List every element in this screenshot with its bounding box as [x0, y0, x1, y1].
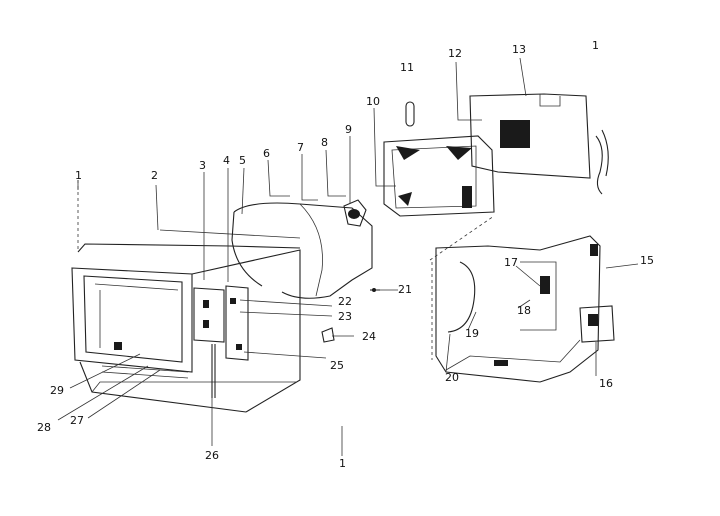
callout-12: 12 [448, 47, 462, 60]
callout-23: 23 [338, 310, 352, 323]
callout-1-right: 1 [592, 39, 599, 52]
callout-22: 22 [338, 295, 352, 308]
callout-1-top: 1 [75, 169, 82, 182]
picture-tube [231, 199, 373, 299]
callout-8: 8 [321, 136, 328, 149]
callout-3: 3 [199, 159, 206, 172]
callout-28: 28 [37, 421, 51, 434]
callout-6: 6 [263, 147, 270, 160]
callout-1-bottom: 1 [339, 457, 346, 470]
callout-13: 13 [512, 43, 526, 56]
callout-17: 17 [504, 256, 518, 269]
callout-16: 16 [599, 377, 613, 390]
callout-4: 4 [223, 154, 230, 167]
callout-25: 25 [330, 359, 344, 372]
callout-21: 21 [398, 283, 412, 296]
callout-2: 2 [151, 169, 158, 182]
leader-lines [57, 57, 639, 456]
callout-15: 15 [640, 254, 654, 267]
callout-20: 20 [445, 371, 459, 384]
chassis [429, 215, 615, 383]
callout-10: 10 [366, 95, 380, 108]
callout-11: 11 [400, 61, 414, 74]
back-cover [383, 135, 495, 217]
knob-11 [405, 101, 415, 127]
callout-5: 5 [239, 154, 246, 167]
callout-18: 18 [517, 304, 531, 317]
callout-27: 27 [70, 414, 84, 427]
callout-24: 24 [362, 330, 376, 343]
callout-26: 26 [205, 449, 219, 462]
front-cabinet [71, 180, 301, 413]
callout-19: 19 [465, 327, 479, 340]
callout-9: 9 [345, 123, 352, 136]
callout-29: 29 [50, 384, 64, 397]
callout-7: 7 [297, 141, 304, 154]
rear-board [469, 93, 609, 195]
